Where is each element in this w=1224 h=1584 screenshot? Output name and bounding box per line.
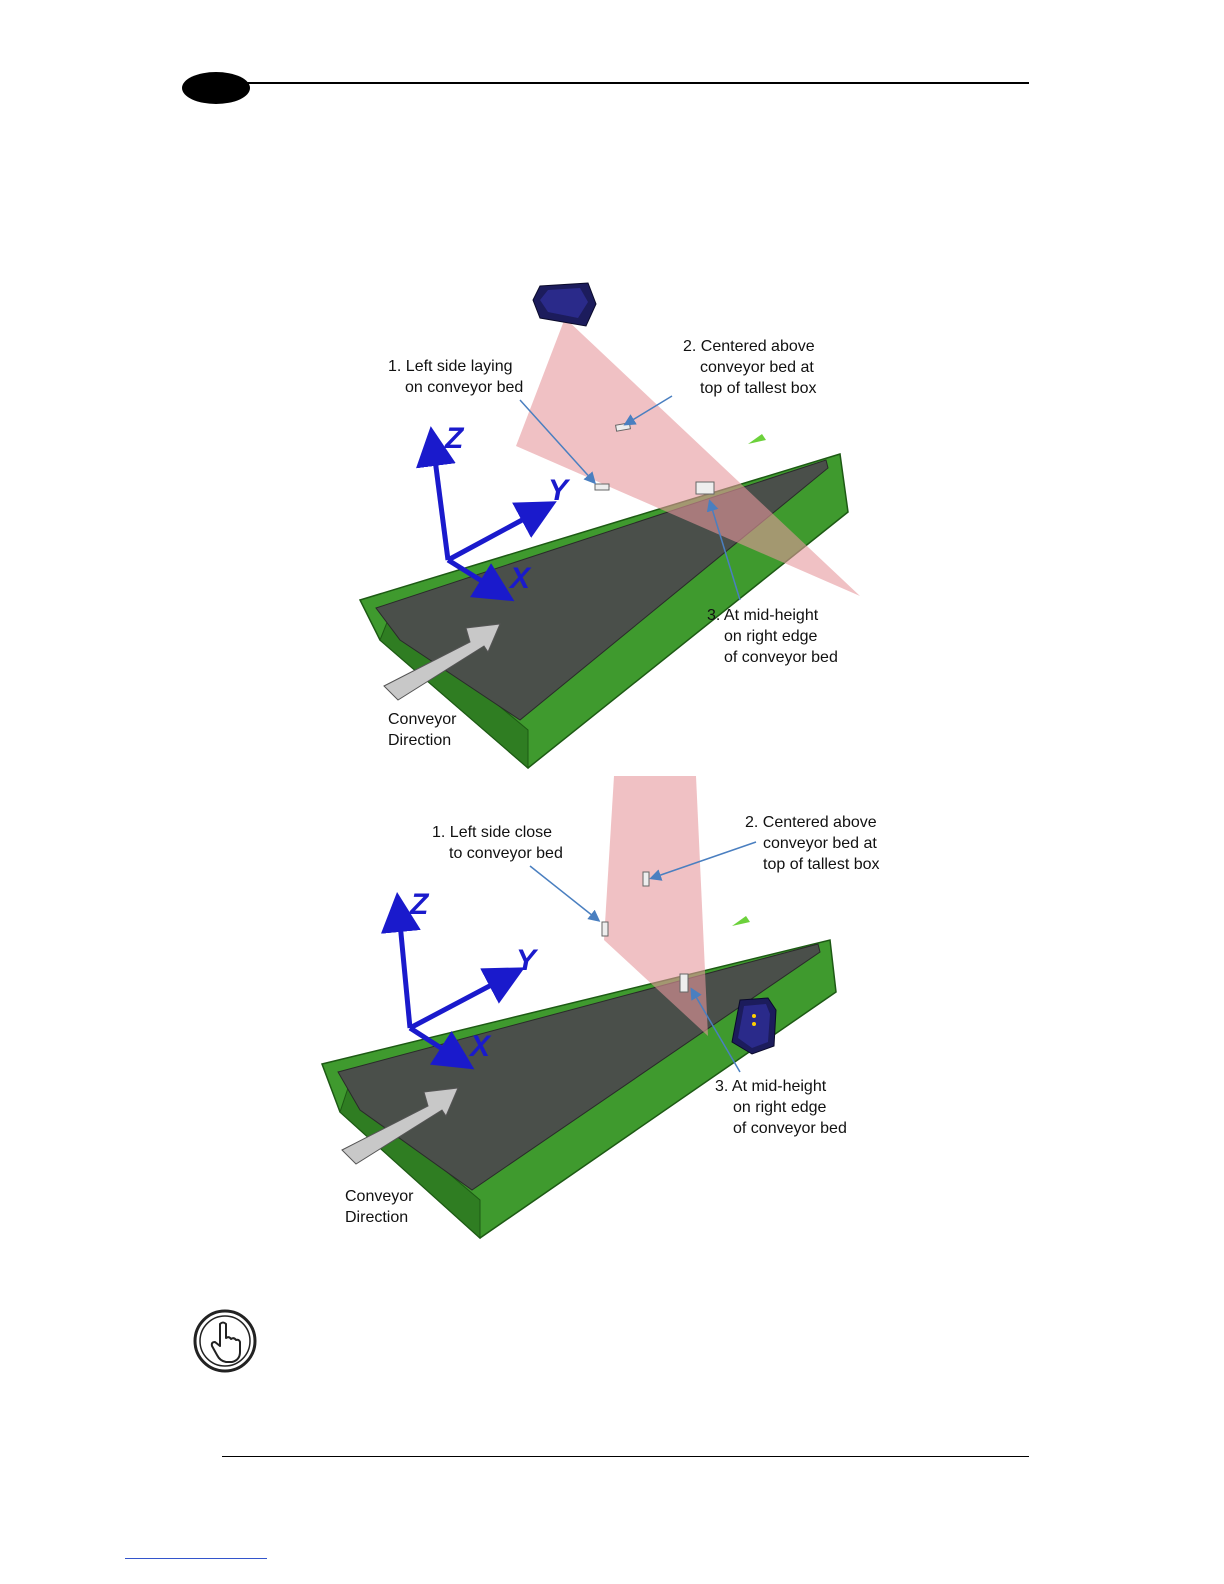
- footer-rule: [222, 1456, 1029, 1457]
- pointing-hand-icon: [193, 1309, 257, 1373]
- label-2-top: 2. Centered above conveyor bed at top of…: [683, 338, 819, 397]
- barcode-1-top: [594, 483, 610, 491]
- barcode-2-bottom: [642, 871, 650, 887]
- barcode-1-bottom: [601, 921, 609, 937]
- label-1-bottom: 1. Left side close to conveyor bed: [432, 824, 563, 862]
- scanner-bottom: [731, 997, 777, 1055]
- axis-z-bottom: Z: [409, 888, 430, 921]
- chapter-oval: [182, 72, 250, 104]
- barcode-3-top: [695, 481, 715, 495]
- label-3-bottom: 3. At mid-height on right edge of convey…: [715, 1078, 847, 1137]
- header-rule: [236, 82, 1029, 84]
- laser-fan-bottom: [604, 776, 708, 1036]
- figure-top: Z Y X 1. Left side laying on conveyor be…: [358, 282, 860, 770]
- direction-marker-bottom: [732, 916, 750, 926]
- barcode-3-bottom: [679, 973, 689, 993]
- direction-label-bottom: Conveyor Direction: [345, 1188, 418, 1226]
- direction-marker-top: [748, 434, 766, 444]
- footer-link-underline: [125, 1558, 267, 1559]
- axis-y-bottom: Y: [516, 944, 539, 977]
- laser-fan-top: [516, 318, 860, 596]
- axis-x-top: X: [508, 562, 532, 595]
- conveyor-direction-arrow-bottom: [341, 1087, 459, 1165]
- conveyor-direction-arrow-top: [383, 623, 501, 701]
- scanner-top: [532, 282, 597, 327]
- label-2-bottom: 2. Centered above conveyor bed at top of…: [745, 814, 881, 873]
- axis-y-top: Y: [548, 474, 571, 507]
- label-1-top: 1. Left side laying on conveyor bed: [388, 358, 523, 396]
- direction-label-top: Conveyor Direction: [388, 711, 461, 749]
- label-3-top: 3. At mid-height on right edge of convey…: [707, 607, 838, 666]
- axis-x-bottom: X: [468, 1030, 492, 1063]
- figure-bottom: Z Y X 1. Left side close to conveyor bed…: [321, 776, 881, 1240]
- axis-z-top: Z: [444, 422, 465, 455]
